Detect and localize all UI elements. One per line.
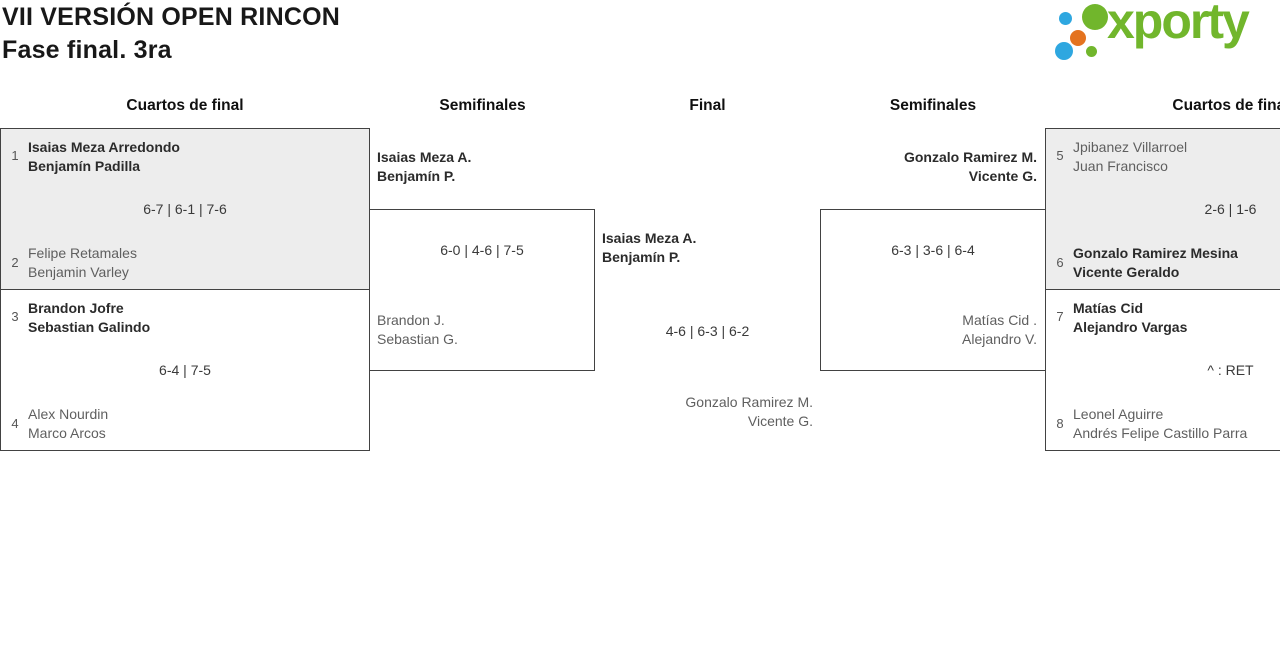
seed-number: 5 [1056, 148, 1064, 163]
player-name: Benjamín Padilla [28, 158, 141, 174]
match-score: 2-6 | 1-6 [1204, 201, 1257, 217]
logo-dot-green-small-icon [1086, 46, 1097, 57]
player-name: Isaias Meza Arredondo [28, 139, 180, 155]
round-header-semifinals-left: Semifinales [439, 97, 526, 114]
seed-number: 4 [11, 416, 19, 431]
match-box-qf2[interactable]: 3 Brandon Jofre Sebastian Galindo 6-4 | … [0, 289, 370, 451]
match-score: ^ : RET [1207, 362, 1254, 378]
team-names: Matías Cid Alejandro Vargas [1073, 299, 1187, 337]
player-name: Isaias Meza A. [377, 149, 472, 165]
team-names: Gonzalo Ramirez Mesina Vicente Geraldo [1073, 244, 1238, 282]
tournament-title: VII VERSIÓN OPEN RINCON [2, 3, 340, 31]
player-name: Marco Arcos [28, 425, 106, 441]
logo-dot-blue-small-icon [1059, 12, 1072, 25]
player-name: Sebastian Galindo [28, 319, 151, 335]
round-header-quarterfinals-left: Cuartos de final [126, 97, 244, 114]
team-names: Leonel Aguirre Andrés Felipe Castillo Pa… [1073, 405, 1247, 443]
match-score: 4-6 | 6-3 | 6-2 [665, 323, 750, 339]
seed-number: 7 [1056, 309, 1064, 324]
team-names: Isaias Meza Arredondo Benjamín Padilla [28, 138, 180, 176]
player-name: Benjamin Varley [28, 264, 129, 280]
player-name: Brandon Jofre [28, 300, 124, 316]
team-names: Gonzalo Ramirez M. Vicente G. [595, 393, 813, 431]
round-header-semifinals-right: Semifinales [889, 97, 977, 114]
stage-subtitle: Fase final. 3ra [2, 36, 172, 64]
player-name: Matías Cid [1073, 300, 1144, 316]
seed-number: 6 [1056, 255, 1064, 270]
match-box-semifinal-left[interactable] [369, 209, 595, 371]
player-name: Isaias Meza A. [602, 230, 697, 246]
player-name: Alejandro Vargas [1073, 319, 1188, 335]
seed-number: 3 [11, 309, 19, 324]
player-name: Gonzalo Ramirez M. [685, 394, 813, 410]
player-name: Sebastian G. [377, 331, 458, 347]
player-name: Leonel Aguirre [1073, 406, 1164, 422]
logo-dot-green-big-icon [1082, 4, 1108, 30]
team-names: Brandon Jofre Sebastian Galindo [28, 299, 150, 337]
player-name: Alejandro V. [962, 331, 1037, 347]
match-score: 6-0 | 4-6 | 7-5 [440, 242, 524, 258]
team-names: Jpibanez Villarroel Juan Francisco [1073, 138, 1187, 176]
match-score: 6-3 | 3-6 | 6-4 [891, 242, 975, 258]
team-names: Felipe Retamales Benjamin Varley [28, 244, 137, 282]
team-names: Matías Cid . Alejandro V. [820, 311, 1037, 349]
round-header-quarterfinals-right: Cuartos de final [1172, 97, 1280, 114]
team-names: Isaias Meza A. Benjamín P. [602, 229, 696, 267]
player-name: Andrés Felipe Castillo Parra [1073, 425, 1248, 441]
player-name: Vicente G. [968, 168, 1037, 184]
match-score: 6-4 | 7-5 [159, 362, 211, 378]
player-name: Vicente G. [747, 413, 813, 429]
seed-number: 2 [11, 255, 19, 270]
match-box-qf3[interactable]: 5 Jpibanez Villarroel Juan Francisco 2-6… [1045, 128, 1280, 290]
xporty-logo[interactable]: xporty [1050, 0, 1278, 70]
seed-number: 8 [1056, 416, 1064, 431]
round-header-final: Final [689, 97, 726, 114]
match-box-qf1[interactable]: 1 Isaias Meza Arredondo Benjamín Padilla… [0, 128, 370, 290]
player-name: Gonzalo Ramirez Mesina [1073, 245, 1238, 261]
team-names: Brandon J. Sebastian G. [377, 311, 458, 349]
logo-dot-blue-big-icon [1055, 42, 1073, 60]
player-name: Felipe Retamales [28, 245, 137, 261]
player-name: Juan Francisco [1073, 158, 1168, 174]
player-name: Brandon J. [377, 312, 445, 328]
team-names: Gonzalo Ramirez M. Vicente G. [820, 148, 1037, 186]
team-names: Alex Nourdin Marco Arcos [28, 405, 108, 443]
player-name: Vicente Geraldo [1073, 264, 1180, 280]
logo-dot-orange-icon [1070, 30, 1086, 46]
seed-number: 1 [11, 148, 19, 163]
player-name: Gonzalo Ramirez M. [903, 149, 1037, 165]
player-name: Matías Cid . [962, 312, 1037, 328]
player-name: Alex Nourdin [28, 406, 109, 422]
logo-wordmark: xporty [1107, 0, 1250, 49]
team-names: Isaias Meza A. Benjamín P. [377, 148, 471, 186]
match-score: 6-7 | 6-1 | 7-6 [143, 201, 227, 217]
player-name: Benjamín P. [602, 249, 681, 265]
match-box-qf4[interactable]: 7 Matías Cid Alejandro Vargas ^ : RET Le… [1045, 289, 1280, 451]
player-name: Benjamín P. [377, 168, 456, 184]
player-name: Jpibanez Villarroel [1073, 139, 1188, 155]
